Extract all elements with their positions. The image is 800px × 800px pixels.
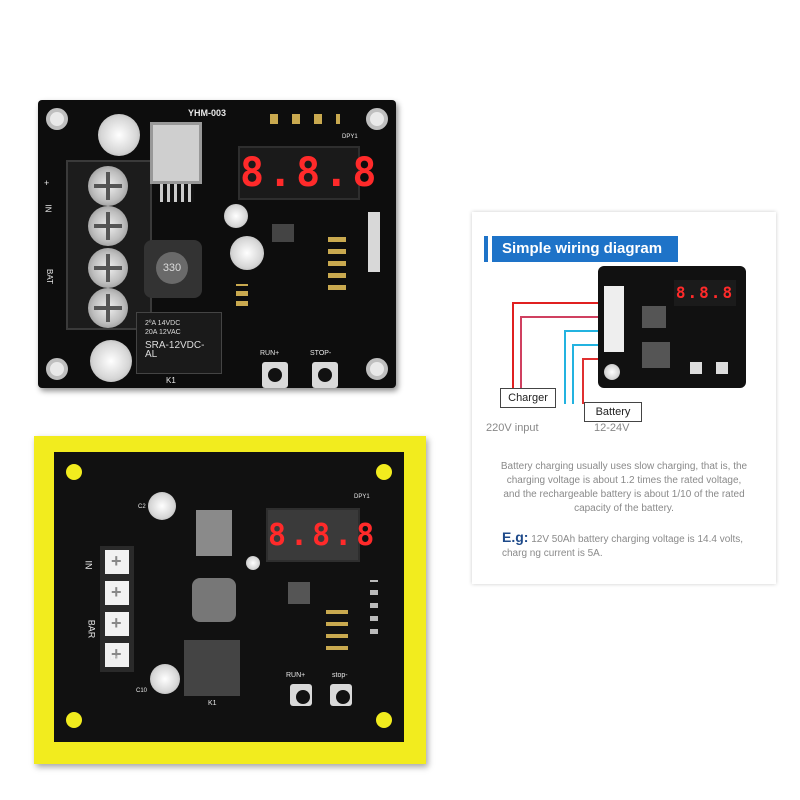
printed-capacitor xyxy=(148,492,176,520)
mounting-hole xyxy=(46,108,68,130)
mini-board-image: 8.8.8 xyxy=(598,266,746,388)
capacitor-c10 xyxy=(90,340,132,382)
example-label: E.g: xyxy=(502,529,529,545)
mini-terminal xyxy=(604,286,624,352)
wire-blue xyxy=(572,344,598,346)
display-ref-label: DPY1 xyxy=(342,134,358,140)
pcb-board-photo: YHM-003 + IN BAT 8.8.8 DPY1 330 2ºA 14VD… xyxy=(38,100,396,388)
terminal-icon xyxy=(105,550,129,574)
screw-icon xyxy=(88,248,128,288)
capacitor-c2 xyxy=(224,204,248,228)
screw-icon xyxy=(88,288,128,328)
relay-line: 2ºA 14VDC xyxy=(145,320,181,327)
corner-dot xyxy=(66,464,82,480)
run-button xyxy=(262,362,288,388)
wire-red xyxy=(582,358,584,404)
printed-regulator xyxy=(196,510,232,556)
title-accent xyxy=(484,236,488,262)
wire-red xyxy=(582,358,598,360)
relay-k1: 2ºA 14VDC 20A 12VAC SRA-12VDC-AL xyxy=(136,312,222,374)
transistor xyxy=(272,224,294,242)
wiring-diagram-card: Simple wiring diagram 8.8.8 Charger 220V… xyxy=(472,212,776,584)
product-box: IN BAR C2 8.8.8 DPY1 K1 C10 D1 RUN+ stop… xyxy=(34,436,426,764)
example-text: E.g: 12V 50Ah battery charging voltage i… xyxy=(502,530,754,561)
in-label: IN xyxy=(83,560,94,570)
terminal-icon xyxy=(105,581,129,605)
seven-segment-display: 8.8.8 xyxy=(238,146,376,200)
screw-icon xyxy=(88,166,128,206)
bat-label: BAT xyxy=(44,269,54,284)
in-label: IN xyxy=(43,204,53,213)
c2-label: C2 xyxy=(138,504,146,510)
terminal-icon xyxy=(105,643,129,667)
stop-button xyxy=(312,362,338,388)
plus-mark: + xyxy=(44,178,50,188)
corner-dot xyxy=(376,712,392,728)
stop-label: stop- xyxy=(332,672,348,679)
printed-pins xyxy=(370,580,378,634)
screw-icon xyxy=(88,206,128,246)
stop-label: STOP- xyxy=(310,350,332,357)
relay-line: 20A 12VAC xyxy=(145,329,181,336)
printed-display: 8.8.8 xyxy=(266,508,374,562)
inductor-value: 330 xyxy=(156,252,188,284)
printed-transistor xyxy=(288,582,310,604)
corner-dot xyxy=(376,464,392,480)
corner-dot xyxy=(66,712,82,728)
example-body: 12V 50Ah battery charging voltage is 14.… xyxy=(502,534,744,559)
smd-resistors xyxy=(270,114,340,124)
printed-terminal xyxy=(100,546,134,672)
mini-button xyxy=(690,362,702,374)
printed-relay xyxy=(184,640,240,696)
board-model-label: YHM-003 xyxy=(188,108,227,118)
inductor: 330 xyxy=(144,240,202,298)
relay-model: SRA-12VDC-AL xyxy=(145,340,205,360)
printed-display-label: DPY1 xyxy=(354,494,370,500)
card-title: Simple wiring diagram xyxy=(492,236,678,262)
relay-ref: K1 xyxy=(166,376,176,385)
printed-resistors xyxy=(326,602,348,650)
chip-pins xyxy=(160,184,194,202)
charging-description: Battery charging usually uses slow charg… xyxy=(500,461,748,514)
wire-pink xyxy=(520,316,598,318)
mini-display: 8.8.8 xyxy=(674,280,736,306)
charger-label: Charger xyxy=(500,388,556,408)
wire-blue xyxy=(564,330,566,404)
wire-red xyxy=(512,302,514,388)
d1-label: D1 xyxy=(110,656,118,662)
smd-parts xyxy=(236,284,248,306)
wire-blue xyxy=(572,344,574,404)
k1-label: K1 xyxy=(208,700,217,707)
header-pins xyxy=(368,212,380,272)
mini-relay xyxy=(642,342,670,368)
charger-voltage: 220V input xyxy=(486,422,539,434)
screw-terminal-block xyxy=(66,160,152,330)
mini-inductor xyxy=(642,306,666,328)
c10-label: C10 xyxy=(136,688,148,694)
capacitor-c4 xyxy=(230,236,264,270)
smd-resistors xyxy=(328,236,346,290)
mounting-hole xyxy=(366,358,388,380)
printed-run-button xyxy=(290,684,312,706)
printed-capacitor xyxy=(246,556,260,570)
mounting-hole xyxy=(366,108,388,130)
mini-capacitor xyxy=(604,364,620,380)
capacitor-c3 xyxy=(98,114,140,156)
battery-voltage: 12-24V xyxy=(594,422,630,434)
printed-stop-button xyxy=(330,684,352,706)
mini-button xyxy=(716,362,728,374)
bar-label: BAR xyxy=(86,619,97,639)
printed-inductor xyxy=(192,578,236,622)
wire-red xyxy=(512,302,598,304)
wire-pink xyxy=(520,316,522,388)
terminal-icon xyxy=(105,612,129,636)
wire-blue xyxy=(564,330,598,332)
printed-capacitor xyxy=(150,664,180,694)
run-label: RUN+ xyxy=(286,672,306,679)
battery-label: Battery xyxy=(584,402,642,422)
box-print-board: IN BAR C2 8.8.8 DPY1 K1 C10 D1 RUN+ stop… xyxy=(54,452,404,742)
regulator-chip xyxy=(150,122,202,184)
run-label: RUN+ xyxy=(260,350,280,357)
mounting-hole xyxy=(46,358,68,380)
